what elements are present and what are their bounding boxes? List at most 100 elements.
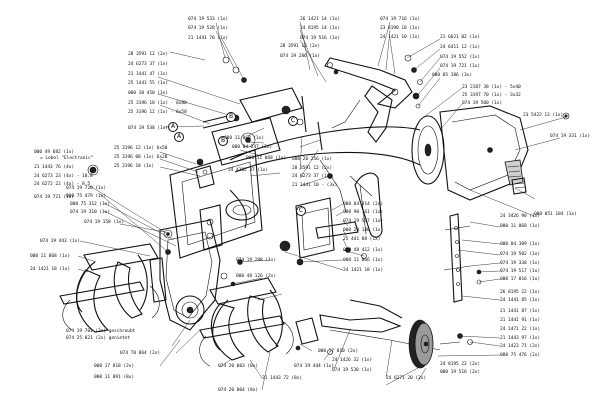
part-label: 24 6411 12 (1x) — [440, 45, 480, 50]
part-label: 000 04 309 (1x) — [500, 242, 540, 247]
part-label: 000 11 068 (1x) — [500, 224, 540, 229]
part-label: 074 19 517 (1x) — [500, 269, 540, 274]
large-pulley — [411, 115, 445, 185]
part-label: 24 6273 37 (1x) — [128, 62, 168, 67]
tine-assembly-right — [199, 277, 294, 367]
part-label: 23 5422 13 (1x) — [523, 113, 563, 118]
part-label: 000 49 682 (1x) — [34, 150, 74, 155]
part-label: 24 1441 85 (1x) — [500, 298, 540, 303]
reference-marker-b: B — [226, 112, 236, 122]
part-label: 000 20 256 (1x) — [292, 157, 332, 162]
part-label: 23 2187 38 (1x) - 5x40 — [462, 85, 521, 90]
part-label: 000 11 068 (1x) — [30, 254, 70, 259]
part-label: 000 90 161 (1x) — [343, 210, 383, 215]
part-label: 28 3591 12 (2x) — [292, 166, 332, 171]
part-label: 074 19 720 (1x) — [66, 186, 106, 191]
reference-marker-c: C — [288, 116, 298, 126]
part-label: 26 1421 14 (1x) — [300, 17, 340, 22]
part-label: 21 1441 87 (1x) — [500, 309, 540, 314]
leader-lines — [77, 21, 567, 391]
part-label: 24 1421 10 (1x) — [380, 35, 420, 40]
part-label: 074 19 502 (1x) — [500, 252, 540, 257]
part-label: 074 19 530 (1x) — [332, 368, 372, 373]
reference-marker-c: C — [296, 206, 306, 216]
part-label: 074 20 083 (8x) — [218, 364, 258, 369]
reference-marker-b: B — [218, 136, 228, 146]
part-label: 25 3196 12 (1x) - 6x50 — [128, 110, 187, 115]
part-label: 000 75 312 (1x) — [70, 202, 110, 207]
part-label: 24 1421 18 (1x) — [343, 268, 383, 273]
part-label: 21 1441 47 (1x) — [128, 72, 168, 77]
part-label: 000 17 010 (2x) — [318, 349, 358, 354]
part-label: 074 19 533 (1x) — [188, 17, 228, 22]
part-label: 24 6272 22 (4x) - 8.5 — [34, 182, 90, 187]
part-label: 25 3196 12 (1x) 6x50 — [114, 146, 168, 151]
part-label: 28 3591 12 (2x) — [128, 52, 168, 57]
part-label: 074 19 500 (1x) — [462, 101, 502, 106]
part-label: 074 19 721 (1x) — [440, 64, 480, 69]
part-label: 24 6273 37 (1x) — [292, 174, 332, 179]
part-label: 25 441 88 (1x) — [343, 237, 381, 242]
part-label: 21 6621 02 (1x) — [440, 35, 480, 40]
part-label: 25 3196 08 (1x) 6x20 — [114, 155, 168, 160]
part-label: 25 1441 55 (1x) — [128, 81, 168, 86]
part-label: 21 1443 97 (1x) — [500, 336, 540, 341]
part-label: 000 04 247 (2x) — [232, 145, 272, 150]
part-label: 24 6273 23 (4x) - 10.8 — [34, 174, 93, 179]
part-label: 074 19 158 (1x) — [84, 220, 124, 225]
part-label: 074 19 286 (1x) — [280, 54, 320, 59]
part-label: 24 8195 14 (1x) — [300, 26, 340, 31]
part-label: 000 11 068 (1x) — [224, 136, 264, 141]
drive-belt — [229, 126, 421, 238]
transport-wheel — [295, 299, 461, 369]
part-label: 074 20 004 (8x) — [218, 388, 258, 393]
part-label: 000 051 184 (1x) — [534, 212, 577, 217]
handlebar — [324, 57, 413, 143]
part-label: 074 25 821 (2x) genietet — [66, 336, 130, 341]
part-label: 24 1426 32 (1x) — [332, 358, 372, 363]
part-label: = Lobel "Electronic" — [40, 156, 94, 161]
part-label: 000 75 479 (1x) — [66, 194, 106, 199]
hardware-parts — [87, 54, 570, 355]
part-label: 21 1441 10 - (3x) — [292, 183, 338, 188]
part-label: 000 04 314 (2x) — [343, 202, 383, 207]
part-label: 25 3197 70 (1x) - 3x32 — [462, 93, 521, 98]
belt-guard-cover — [439, 105, 529, 201]
part-label: 21 1441 70 (1x) — [188, 36, 228, 41]
part-label: 000 48 412 (1x) — [343, 248, 383, 253]
part-label: 21 1441 91 (1x) — [500, 318, 540, 323]
reference-marker-a: A — [174, 132, 184, 142]
part-label: 000 05 186 (3x) — [432, 73, 472, 78]
part-label: 24 6271 20 (2x) — [386, 376, 426, 381]
part-label: 23 8190 18 (1x) — [380, 26, 420, 31]
bracket-assembly — [279, 159, 373, 266]
part-label: 074 19 528 (1x) — [188, 26, 228, 31]
part-label: 25 3196 18 (1x) - 6x80 — [128, 101, 187, 106]
part-label: 24 1423 71 (2x) — [500, 344, 540, 349]
reference-marker-a: A — [168, 122, 178, 132]
part-label: 074 19 721 (1x) — [34, 195, 74, 200]
part-label: 21 1443 72 (8x) — [262, 376, 302, 381]
part-label: 26 8195 22 (1x) — [500, 290, 540, 295]
part-label: 074 19 701 (2x) geschraubt — [66, 329, 136, 334]
gearbox-housing — [149, 219, 221, 331]
part-label: 074 19 310 (1x) — [70, 210, 110, 215]
part-label: 074 19 443 (1x) — [40, 239, 80, 244]
depth-stake — [443, 213, 471, 303]
part-label: 24 1471 22 (1x) — [500, 327, 540, 332]
part-label: 074 19 444 (1x) — [294, 364, 334, 369]
part-label: 000 11 066 (1x) — [343, 258, 383, 263]
part-label: 000 17 818 (2x) — [94, 364, 134, 369]
part-label: 074 70 864 (2x) — [120, 351, 160, 356]
part-label: 074 19 537 (1x) — [343, 219, 383, 224]
part-label: 000 17 016 (1x) — [500, 277, 540, 282]
part-label: 000 75 476 (2x) — [500, 353, 540, 358]
part-label: 074 19 338 (1x) — [500, 261, 540, 266]
part-label: 074 19 331 (1x) — [550, 134, 590, 139]
part-label: 28 3591 12 (2x) — [280, 44, 320, 49]
part-label: 24 1421 18 (1x) — [30, 267, 70, 272]
part-label: 24 3426 90 (1x) — [500, 214, 540, 219]
part-label: 000 11 068 (1x) — [246, 156, 286, 161]
part-label: 000 11 091 (8x) — [94, 375, 134, 380]
